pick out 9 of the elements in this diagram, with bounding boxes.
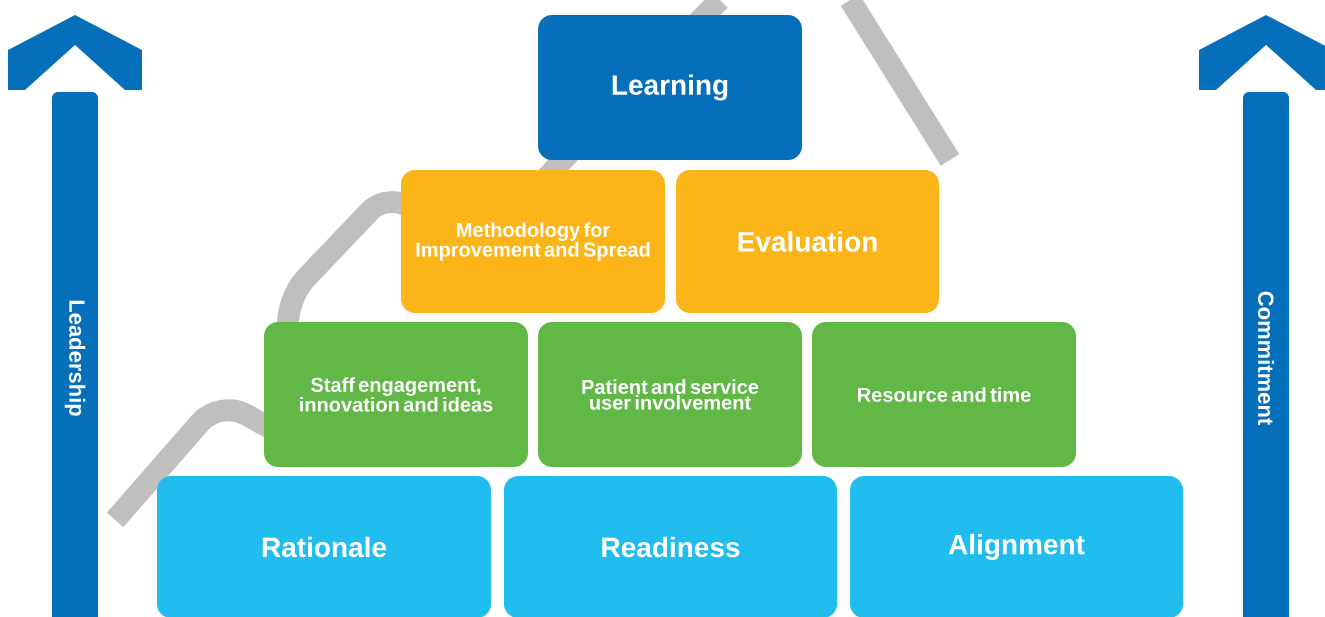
text-box: Resource and time xyxy=(812,322,1076,467)
text-box: Evaluation xyxy=(676,170,939,313)
text-box: Rationale xyxy=(157,476,491,617)
text-box: Methodology for Improvement and Spread xyxy=(401,170,665,313)
text-box: Patient and service user involvement xyxy=(538,322,802,467)
text-box: Learning xyxy=(538,15,802,160)
text-box: Readiness xyxy=(504,476,837,617)
text-box: Alignment xyxy=(850,476,1183,617)
text-box: Staff engagement, innovation and ideas xyxy=(264,322,528,467)
